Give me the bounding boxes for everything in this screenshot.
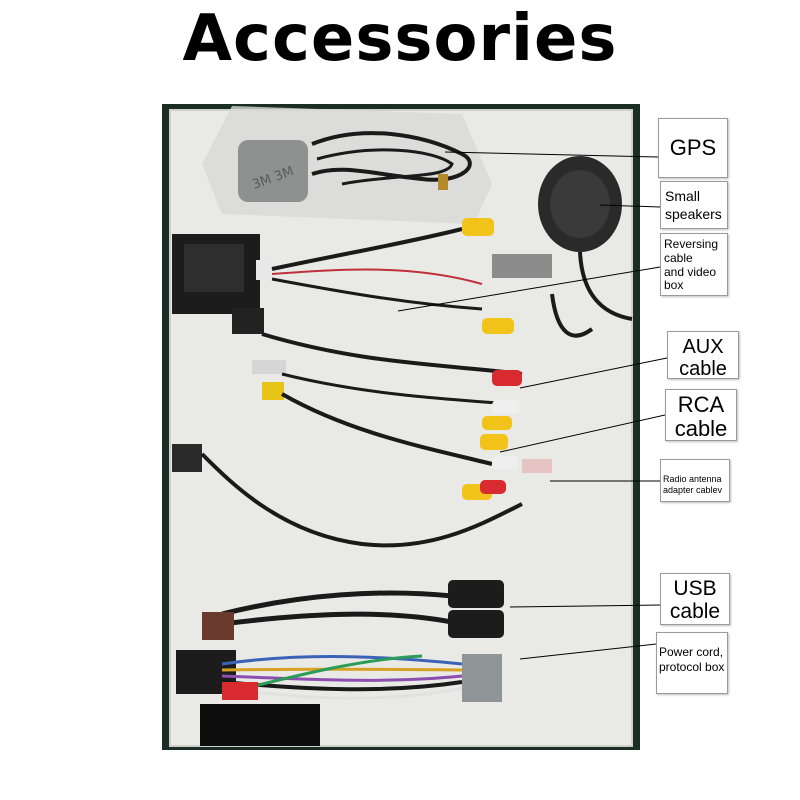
label-small-speakers: Small speakers: [660, 181, 728, 229]
label-aux-cable: AUX cable: [667, 331, 739, 380]
gps-antenna: [238, 140, 308, 202]
label-reversing-cable: Reversing cable and video box: [660, 233, 728, 296]
label-rca-cable: RCA cable: [665, 389, 737, 441]
page-title: Accessories: [182, 2, 618, 76]
gps-cable: [311, 131, 472, 182]
label-radio-antenna: Radio antenna adapter cablev: [660, 459, 730, 502]
label-usb-cable: USB cable: [660, 573, 730, 625]
accessories-photo: 3M 3M: [162, 104, 640, 750]
label-power-cord: Power cord, protocol box: [656, 632, 728, 694]
label-gps: GPS: [658, 118, 728, 178]
photo-illustration: 3M 3M: [169, 106, 633, 747]
usb-plug: [448, 580, 504, 608]
